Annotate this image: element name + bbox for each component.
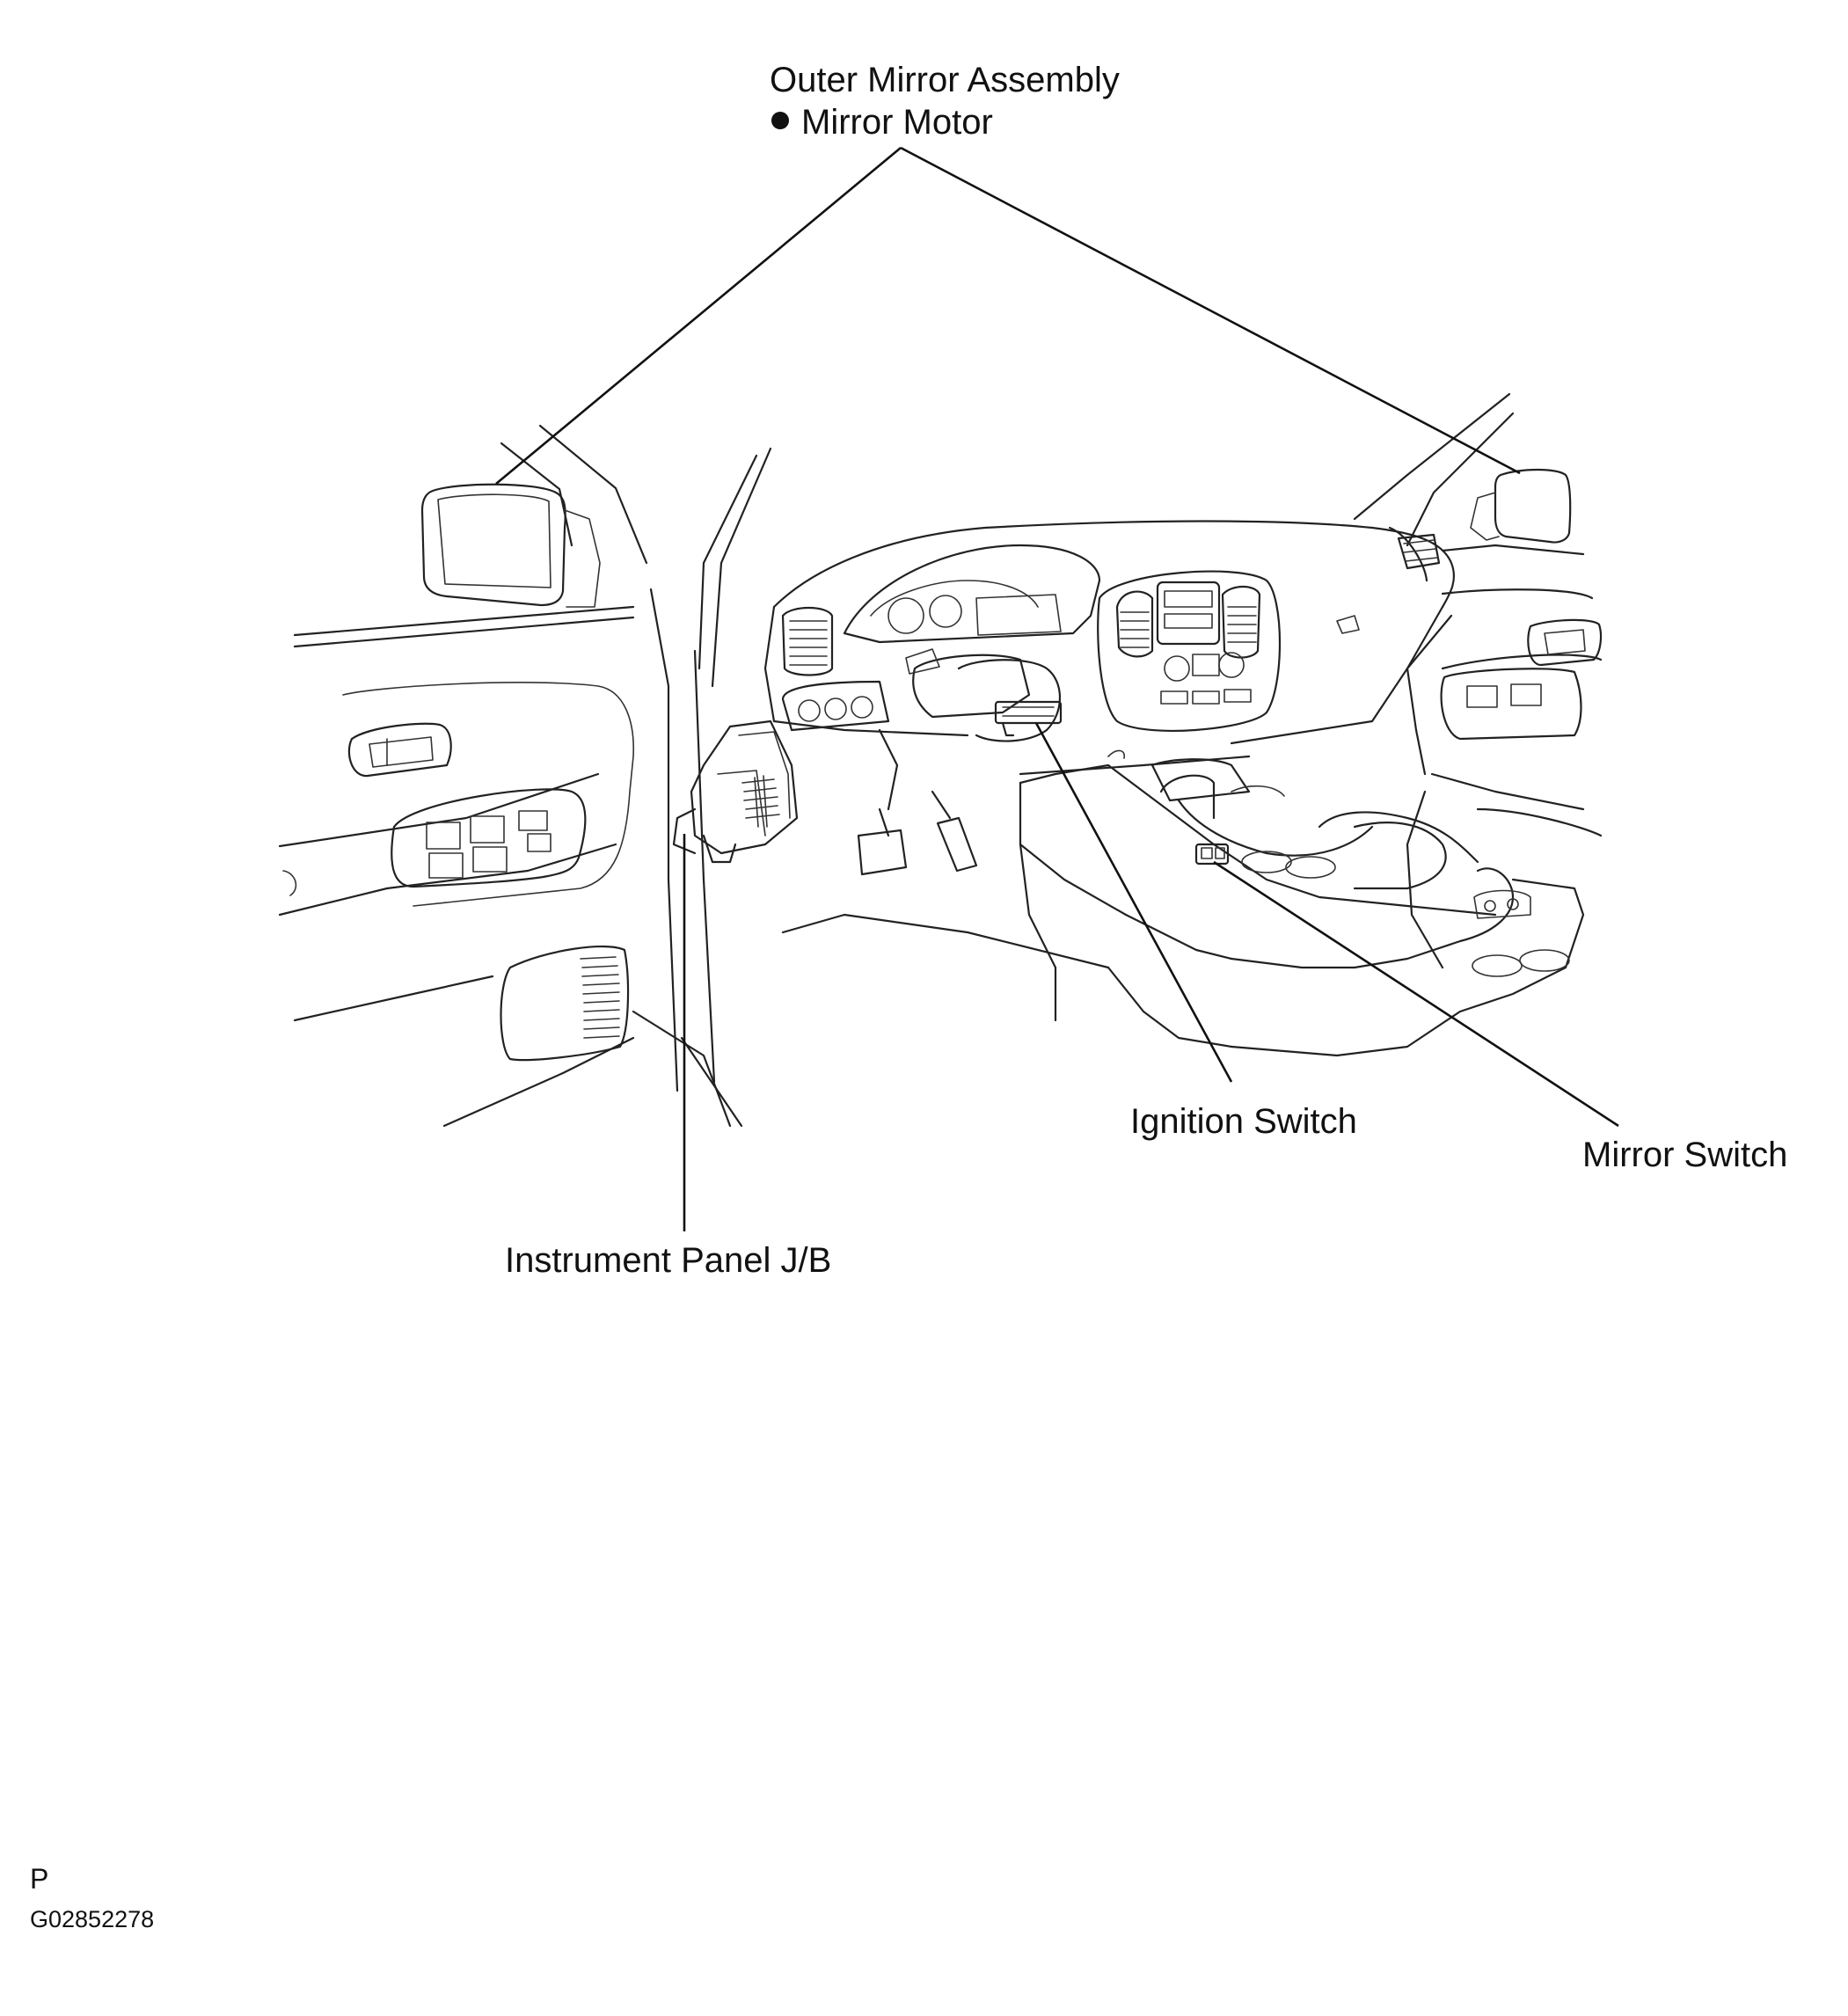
footer-code-letter: P [30,1863,48,1895]
leader-ignition-switch [1034,722,1233,1083]
footer-figure-id: G02852278 [30,1906,154,1932]
vehicle-interior-drawing [278,392,1603,1128]
callout-labels: Outer Mirror Assembly Mirror Motor Ignit… [505,61,1787,1280]
leader-lines [495,146,1619,1231]
left-door-panel [278,605,635,1128]
right-door-frame [1353,392,1585,556]
dashboard [763,520,1456,811]
leader-outer-mirror-left [495,146,902,486]
label-mirror-switch: Mirror Switch [1582,1136,1787,1174]
instrument-panel-jb-component [672,719,799,864]
label-instrument-panel-jb: Instrument Panel J/B [505,1241,831,1280]
left-door-frame [500,424,772,1128]
label-ignition-switch: Ignition Switch [1130,1102,1357,1141]
bullet-icon [771,112,789,129]
right-outer-mirror [1470,468,1572,544]
label-outer-mirror-assembly: Outer Mirror Assembly [770,61,1120,99]
leader-mirror-switch [1213,860,1619,1128]
leader-outer-mirror-right [900,146,1521,475]
mirror-switch-component [1194,843,1230,866]
label-mirror-motor: Mirror Motor [801,103,993,142]
ignition-switch-component [994,700,1063,737]
left-outer-mirror [420,483,601,608]
pedals [781,790,1110,969]
right-door-panel [1406,588,1603,969]
center-console [1019,749,1585,1057]
figure-footer: P G02852278 [30,1863,154,1932]
speaker-grille-lines [580,956,620,1039]
